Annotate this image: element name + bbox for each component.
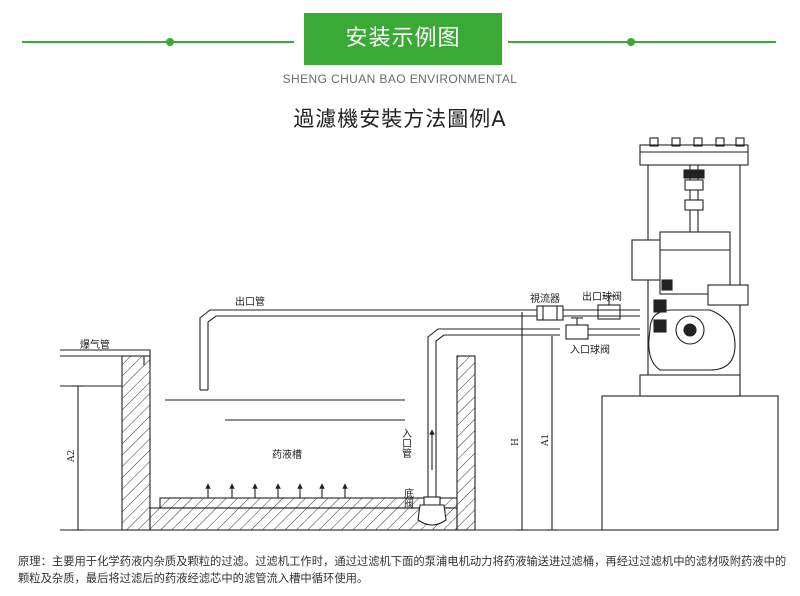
- inlet-pipe: [427, 328, 560, 498]
- label-outlet-pipe: 出口管: [235, 295, 265, 308]
- label-vent-pipe: 爆气管: [80, 338, 110, 351]
- inlet-ball-valve: [565, 317, 589, 340]
- label-inlet-pipe: 入口管: [400, 428, 412, 459]
- tank-wall-left: [121, 355, 151, 531]
- tank-floor: [149, 507, 458, 531]
- label-sight-glass: 視流器: [530, 292, 560, 305]
- tank-wall-right: [456, 355, 476, 531]
- header-dot-right: [627, 38, 635, 46]
- vent-pipe: [60, 349, 151, 365]
- header-dot-left: [166, 38, 174, 46]
- label-bottom-valve: 底阀: [402, 487, 414, 509]
- header-line-left: [22, 41, 294, 43]
- principle-description: 原理：主要用于化学药液内杂质及颗粒的过滤。过滤机工作时，通过过滤机下面的泵浦电机…: [18, 555, 787, 585]
- label-dim-h: H: [511, 438, 521, 446]
- flow-arrows: [205, 483, 348, 498]
- sight-glass: [536, 305, 564, 321]
- label-dim-a1: A1: [541, 434, 551, 447]
- diagram-title: 過濾機安裝方法圖例A: [293, 107, 507, 131]
- company-subtitle: SHENG CHUAN BAO ENVIRONMENTAL: [282, 72, 518, 86]
- tank-inner-floor: [159, 497, 458, 509]
- section-title: 安装示例图: [304, 13, 502, 65]
- bottom-valve: [417, 496, 447, 526]
- dimension-a1: [546, 336, 558, 531]
- filter-base: [601, 395, 779, 531]
- outlet-pipe: [199, 309, 560, 391]
- label-inlet-valve: 入口球阀: [570, 343, 610, 356]
- filter-machine: [631, 137, 749, 397]
- label-outlet-valve: 出口球阀: [582, 290, 622, 303]
- header-line-right: [508, 41, 776, 43]
- label-tank: 药液槽: [272, 448, 302, 461]
- label-dim-a2: A2: [67, 450, 77, 463]
- dimension-h: [516, 312, 528, 531]
